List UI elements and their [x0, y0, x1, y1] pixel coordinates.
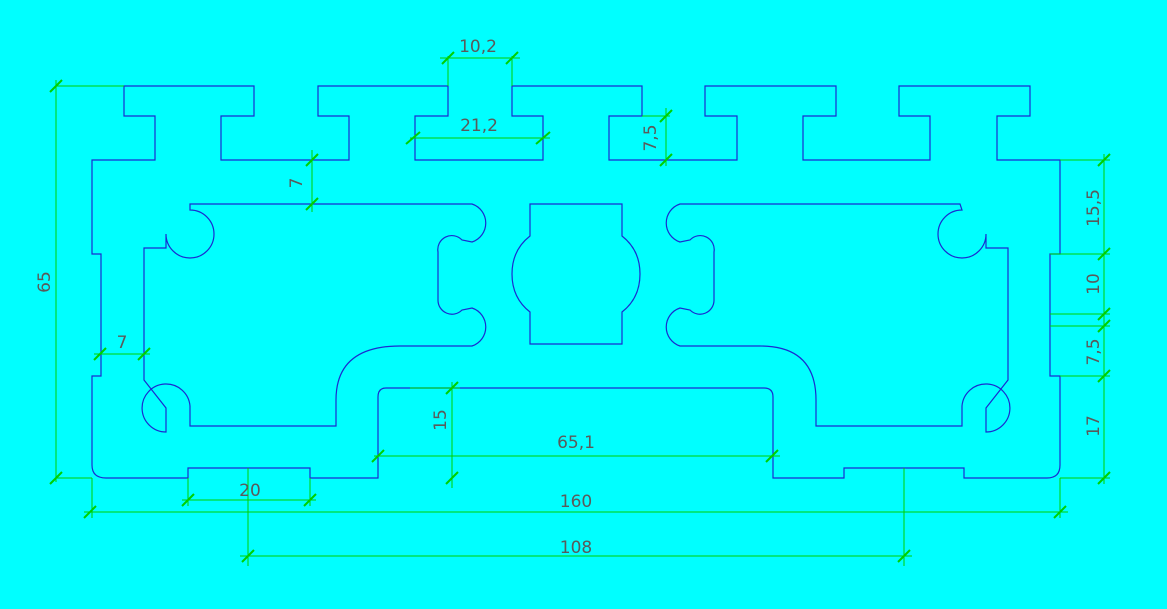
dim-channel-width-label: 65,1 [557, 433, 595, 453]
dim-right-10-label: 10 [1084, 273, 1104, 295]
dim-pad-width-label: 20 [239, 481, 261, 501]
dim-slot-depth-label: 7,5 [641, 124, 661, 151]
left-cavity [141, 203, 487, 433]
outer-contour [91, 85, 1061, 479]
right-cavity [665, 203, 1011, 433]
dim-slot-spacing-label: 108 [560, 538, 592, 558]
dimension-labels: 10,2 21,2 7,5 7 65 7 15,5 10 7,5 17 15 6… [35, 37, 1104, 558]
dim-channel-depth-label: 15 [431, 409, 451, 431]
dim-side-wall-label: 7 [117, 333, 128, 353]
dim-right-15-5-label: 15,5 [1084, 189, 1104, 227]
dimension-lines [49, 51, 1111, 566]
dim-slot-inner-label: 21,2 [460, 116, 498, 136]
profile-outline [91, 85, 1061, 479]
center-bore [511, 203, 641, 345]
dim-overall-width-label: 160 [560, 492, 592, 512]
dim-right-17-label: 17 [1084, 415, 1104, 437]
dim-right-7-5-label: 7,5 [1084, 338, 1104, 365]
dim-top-wall-label: 7 [287, 178, 307, 189]
dim-slot-opening-label: 10,2 [459, 37, 497, 57]
dim-overall-height-label: 65 [35, 271, 55, 293]
